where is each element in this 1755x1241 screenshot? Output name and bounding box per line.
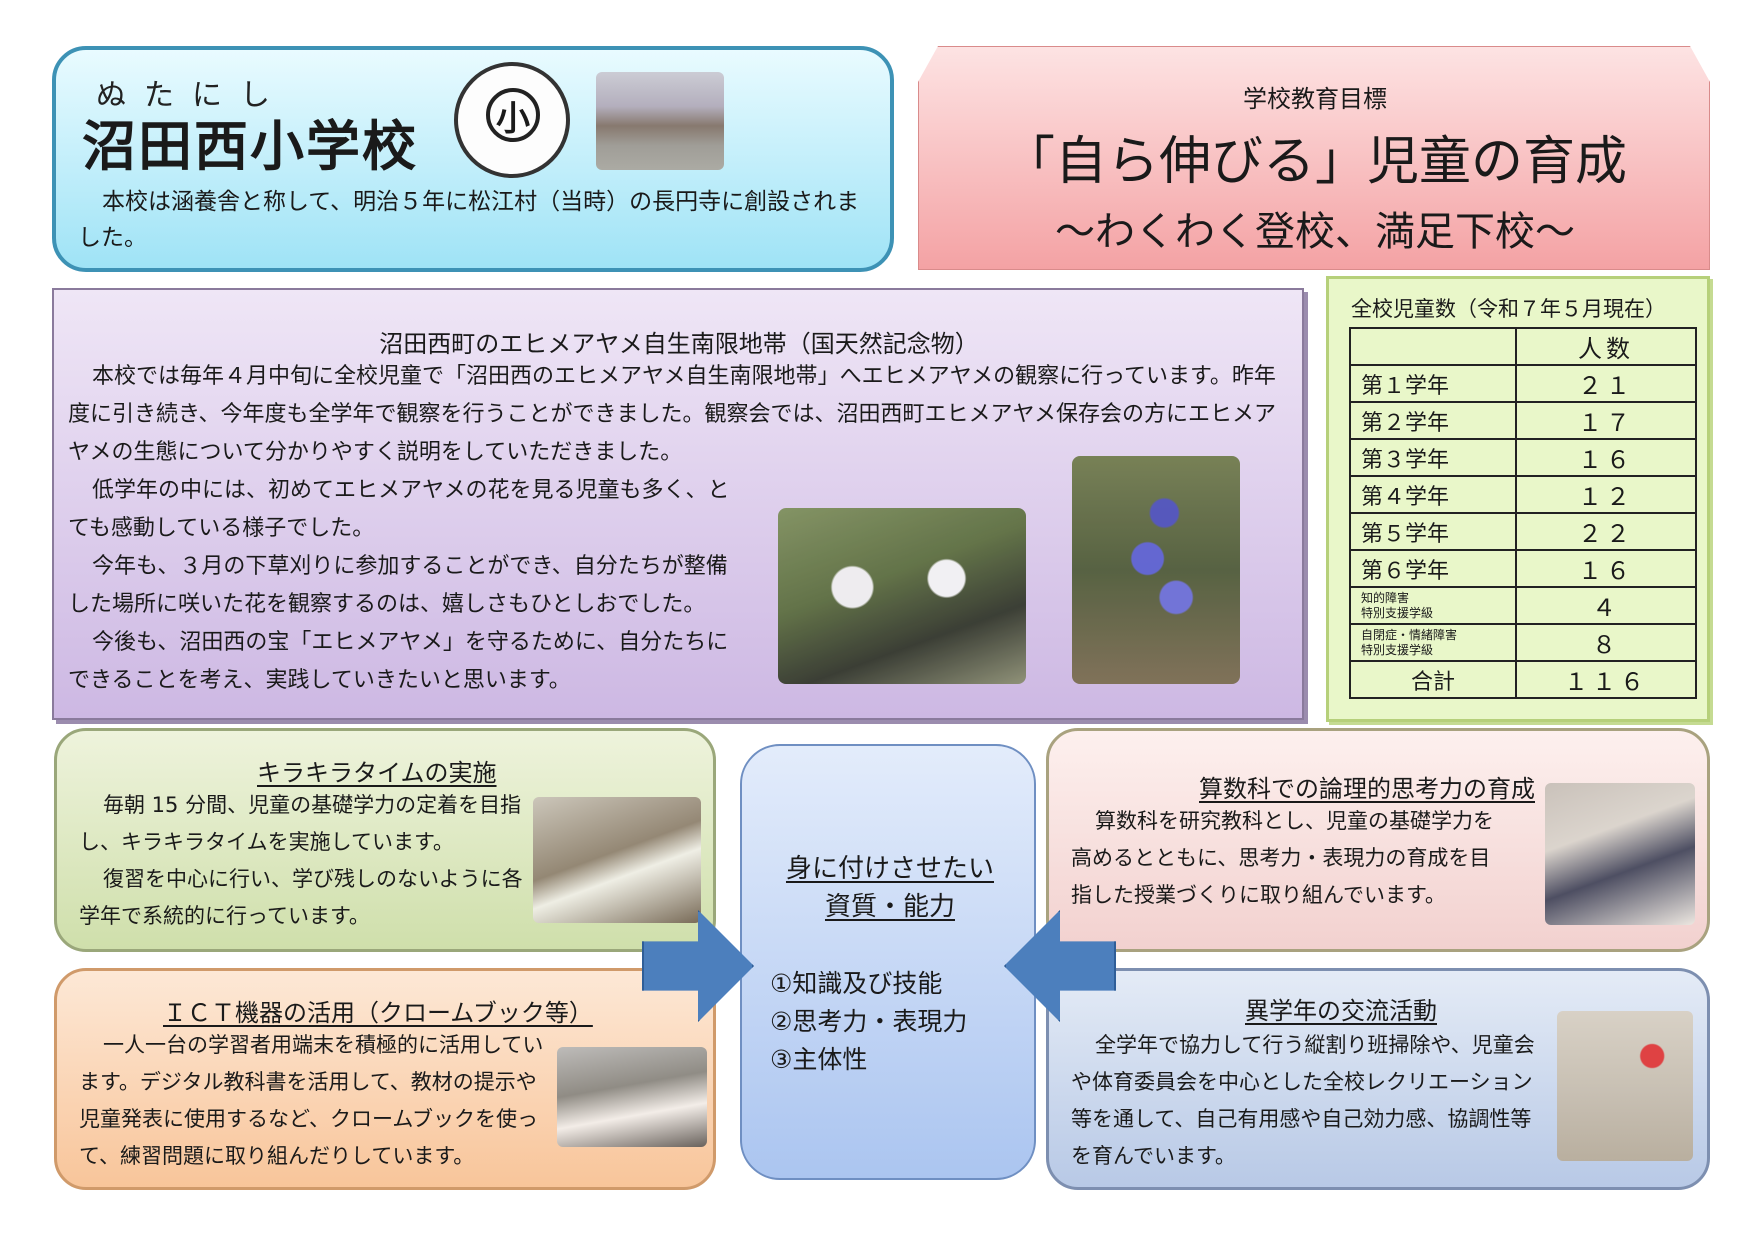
iris-flower-photo <box>1072 456 1240 684</box>
grade-count: １６ <box>1515 438 1697 477</box>
math-title: 算数科での論理的思考力の育成 <box>1199 775 1535 803</box>
grade-label: 第３学年 <box>1349 438 1517 477</box>
enrollment-title: 全校児童数（令和７年５月現在） <box>1351 297 1666 321</box>
goal-label: 学校教育目標 <box>1243 85 1387 113</box>
table-row: 第２学年 １７ <box>1349 401 1697 440</box>
ability-item: ③主体性 <box>770 1045 868 1074</box>
grade-label: 第２学年 <box>1349 401 1517 440</box>
grade-count: １６ <box>1515 549 1697 588</box>
grade-label: 第４学年 <box>1349 475 1517 514</box>
iris-paragraph-3: 今年も、３月の下草刈りに参加することができ、自分たちが整備した場所に咲いた花を観… <box>68 554 728 617</box>
grade-count: １７ <box>1515 401 1697 440</box>
special-class-count: ４ <box>1515 586 1697 625</box>
table-row: 自閉症・情緒障害 特別支援学級 ８ <box>1349 623 1697 662</box>
iris-section-title: 沼田西町のエヒメアヤメ自生南限地帯（国天然記念物） <box>379 330 979 358</box>
iris-paragraph-2: 低学年の中には、初めてエヒメアヤメの花を見る児童も多く、とても感動している様子で… <box>68 478 730 541</box>
chromebook-classroom-photo <box>557 1047 707 1147</box>
total-count: １１６ <box>1515 660 1697 699</box>
goal-main-heading: 「自ら伸びる」児童の育成 <box>1002 132 1627 192</box>
special-class-count: ８ <box>1515 623 1697 662</box>
ict-title: ＩＣＴ機器の活用（クロームブック等） <box>163 999 593 1027</box>
math-reasoning-panel: 算数科での論理的思考力の育成 算数科を研究教科とし、児童の基礎学力を高めるととも… <box>1046 728 1710 952</box>
table-row: 第１学年 ２１ <box>1349 364 1697 403</box>
education-goal-panel: 学校教育目標 「自ら伸びる」児童の育成 ～わくわく登校、満足下校～ <box>918 46 1710 270</box>
enrollment-table: 人数 第１学年 ２１ 第２学年 １７ 第３学年 １６ 第４学年 １２ 第５学年 … <box>1349 327 1697 699</box>
grade-count: １２ <box>1515 475 1697 514</box>
abilities-title-line2: 資質・能力 <box>824 892 955 922</box>
enrollment-panel: 全校児童数（令和７年５月現在） 人数 第１学年 ２１ 第２学年 １７ 第３学年 … <box>1326 276 1710 722</box>
iris-paragraph-1: 本校では毎年４月中旬に全校児童で「沼田西のエヒメアヤメ自生南限地帯」へエヒメアヤ… <box>68 364 1277 465</box>
iris-paragraph-4: 今後も、沼田西の宝「エヒメアヤメ」を守るために、自分たちにできることを考え、実践… <box>68 630 729 693</box>
iris-observation-panel: 沼田西町のエヒメアヤメ自生南限地帯（国天然記念物） 本校では毎年４月中旬に全校児… <box>52 288 1304 720</box>
classroom-study-photo <box>533 797 701 923</box>
kirakira-text-2: 復習を中心に行い、学び残しのないように各学年で系統的に行っています。 <box>79 867 523 928</box>
special-class-label-line1: 自閉症・情緒障害 <box>1361 627 1458 642</box>
grade-count: ２１ <box>1515 364 1697 403</box>
special-class-label: 自閉症・情緒障害 特別支援学級 <box>1349 623 1517 662</box>
exchange-title: 異学年の交流活動 <box>1245 997 1437 1025</box>
exchange-text: 全学年で協力して行う縦割り班掃除や、児童会や体育委員会を中心とした全校レクリエー… <box>1071 1033 1535 1168</box>
school-name: 沼田西小学校 <box>82 115 418 178</box>
table-row: 第５学年 ２２ <box>1349 512 1697 551</box>
kirakira-text: 毎朝 15 分間、児童の基礎学力の定着を目指し、キラキラタイムを実施しています。… <box>79 787 531 935</box>
ability-item: ②思考力・表現力 <box>770 1007 968 1036</box>
crest-character: 小 <box>486 88 540 142</box>
grade-label: 第６学年 <box>1349 549 1517 588</box>
table-row: 知的障害 特別支援学級 ４ <box>1349 586 1697 625</box>
abilities-title-line1: 身に付けさせたい <box>785 854 994 884</box>
math-text: 算数科を研究教科とし、児童の基礎学力を高めるとともに、思考力・表現力の育成を目指… <box>1071 809 1494 907</box>
special-class-label-line2: 特別支援学級 <box>1361 642 1434 657</box>
target-abilities-panel: 身に付けさせたい 資質・能力 ①知識及び技能 ②思考力・表現力 ③主体性 <box>740 744 1036 1180</box>
ict-panel: ＩＣＴ機器の活用（クロームブック等） 一人一台の学習者用端末を積極的に活用してい… <box>54 968 716 1190</box>
school-crest-icon: 小 <box>454 62 570 178</box>
table-row: 第６学年 １６ <box>1349 549 1697 588</box>
table-header-count: 人数 <box>1515 327 1697 366</box>
special-class-label-line2: 特別支援学級 <box>1361 605 1434 620</box>
special-class-label-line1: 知的障害 <box>1361 590 1410 605</box>
table-total-row: 合計 １１６ <box>1349 660 1697 699</box>
ict-text: 一人一台の学習者用端末を積極的に活用しています。デジタル教科書を活用して、教材の… <box>79 1033 544 1168</box>
total-label: 合計 <box>1349 660 1517 699</box>
goal-subheading: ～わくわく登校、満足下校～ <box>1055 209 1575 255</box>
table-row: 第３学年 １６ <box>1349 438 1697 477</box>
school-intro-panel: ぬたにし 沼田西小学校 小 本校は涵養舎と称して、明治５年に松江村（当時）の長円… <box>52 46 894 272</box>
schoolyard-activity-photo <box>1557 1011 1693 1161</box>
school-description: 本校は涵養舎と称して、明治５年に松江村（当時）の長円寺に創設されました。 <box>78 189 860 251</box>
grade-count: ２２ <box>1515 512 1697 551</box>
school-building-photo <box>596 72 724 170</box>
table-header-row: 人数 <box>1349 327 1697 366</box>
students-observing-photo <box>778 508 1026 684</box>
table-header-blank <box>1349 327 1517 366</box>
grade-label: 第５学年 <box>1349 512 1517 551</box>
table-row: 第４学年 １２ <box>1349 475 1697 514</box>
ability-item: ①知識及び技能 <box>770 969 943 998</box>
math-class-photo <box>1545 783 1695 925</box>
school-name-ruby: ぬたにし <box>96 78 288 113</box>
kirakira-text-1: 毎朝 15 分間、児童の基礎学力の定着を目指し、キラキラタイムを実施しています。 <box>79 793 522 854</box>
cross-grade-exchange-panel: 異学年の交流活動 全学年で協力して行う縦割り班掃除や、児童会や体育委員会を中心と… <box>1046 968 1710 1190</box>
kirakira-title: キラキラタイムの実施 <box>257 759 497 787</box>
grade-label: 第１学年 <box>1349 364 1517 403</box>
special-class-label: 知的障害 特別支援学級 <box>1349 586 1517 625</box>
kirakira-time-panel: キラキラタイムの実施 毎朝 15 分間、児童の基礎学力の定着を目指し、キラキラタ… <box>54 728 716 952</box>
